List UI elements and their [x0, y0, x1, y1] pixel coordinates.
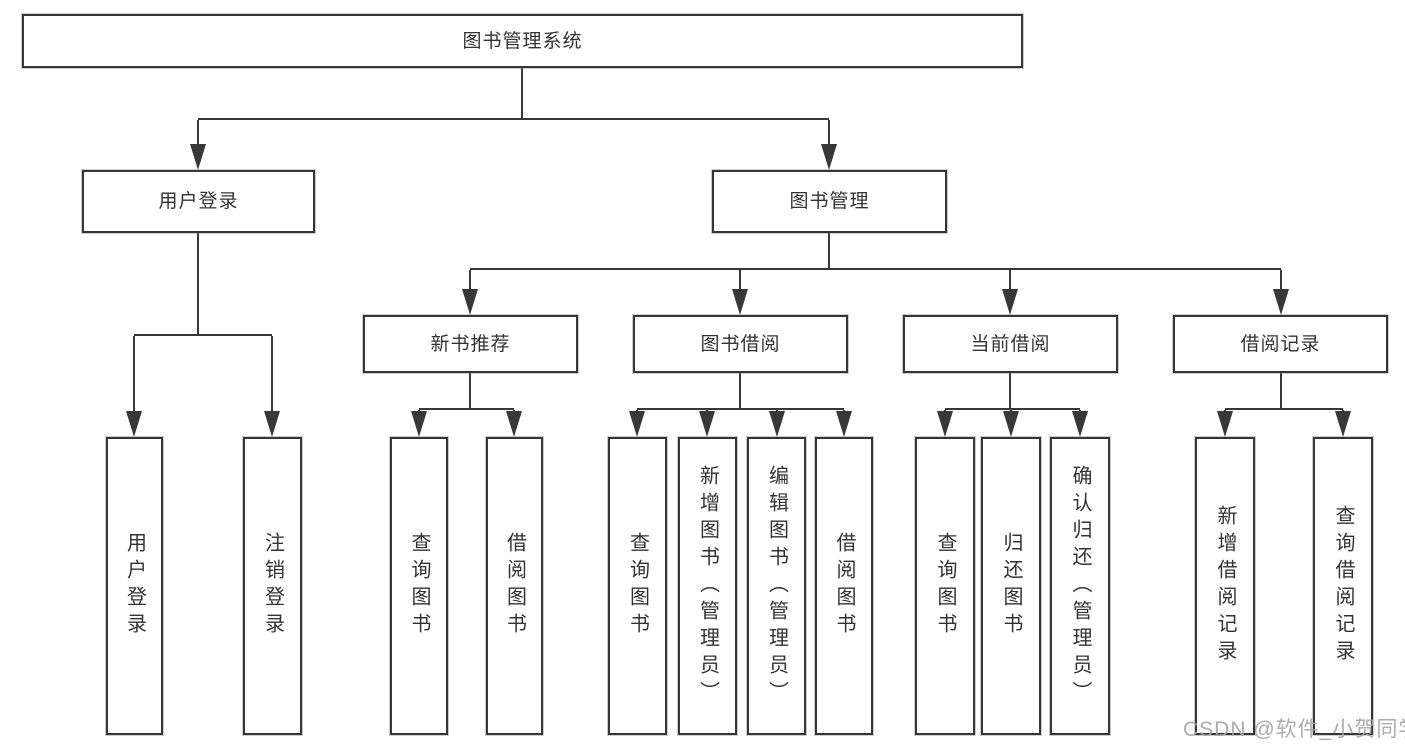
node-leaf-rc-add-record-label: 新增借阅记录	[1214, 505, 1236, 667]
node-leaf-logout-label: 注销登录	[261, 532, 284, 640]
node-book-management: 图书管理	[712, 170, 947, 233]
node-leaf-cu-return-books-label: 归还图书	[1000, 532, 1022, 640]
csdn-watermark: CSDN @软件_小贺同学	[1183, 718, 1405, 741]
node-leaf-bw-edit-books-admin: 编辑图书（管理员）	[747, 437, 806, 735]
node-leaf-bw-add-books-admin: 新增图书（管理员）	[678, 437, 737, 735]
node-book-management-label: 图书管理	[789, 191, 870, 212]
node-root-label: 图书管理系统	[462, 30, 583, 52]
node-book-borrow-label: 图书借阅	[700, 333, 781, 355]
node-leaf-nb-borrow-books: 借阅图书	[486, 437, 543, 735]
node-leaf-bw-borrow-books: 借阅图书	[815, 437, 873, 735]
node-leaf-cu-confirm-return-admin-label: 确认归还（管理员）	[1069, 464, 1091, 708]
node-leaf-cu-confirm-return-admin: 确认归还（管理员）	[1050, 437, 1110, 735]
node-leaf-nb-borrow-books-label: 借阅图书	[503, 532, 526, 640]
node-leaf-user-login: 用户登录	[106, 437, 163, 735]
node-leaf-rc-add-record: 新增借阅记录	[1195, 437, 1255, 735]
node-leaf-user-login-label: 用户登录	[123, 532, 146, 640]
node-leaf-bw-query-books-label: 查询图书	[626, 532, 649, 640]
node-leaf-bw-query-books: 查询图书	[608, 437, 667, 735]
node-new-book-recommend-label: 新书推荐	[430, 333, 511, 355]
node-leaf-cu-return-books: 归还图书	[981, 437, 1041, 735]
node-borrow-records-label: 借阅记录	[1240, 333, 1321, 355]
node-leaf-bw-add-books-admin-label: 新增图书（管理员）	[696, 464, 719, 708]
node-new-book-recommend: 新书推荐	[363, 315, 578, 373]
node-current-borrow: 当前借阅	[903, 315, 1118, 373]
node-borrow-records: 借阅记录	[1173, 315, 1388, 373]
node-leaf-cu-query-books: 查询图书	[915, 437, 975, 735]
node-current-borrow-label: 当前借阅	[970, 333, 1051, 355]
node-leaf-logout: 注销登录	[243, 437, 302, 735]
node-user-login-label: 用户登录	[158, 191, 239, 212]
node-leaf-rc-query-record-label: 查询借阅记录	[1332, 505, 1354, 667]
node-user-login: 用户登录	[82, 170, 315, 233]
node-leaf-rc-query-record: 查询借阅记录	[1313, 437, 1373, 735]
node-root: 图书管理系统	[22, 14, 1023, 68]
node-leaf-nb-query-books-label: 查询图书	[408, 532, 430, 640]
node-leaf-bw-edit-books-admin-label: 编辑图书（管理员）	[765, 464, 788, 708]
node-book-borrow: 图书借阅	[633, 315, 848, 373]
arrowheads	[126, 144, 1351, 437]
node-leaf-nb-query-books: 查询图书	[390, 437, 448, 735]
node-leaf-cu-query-books-label: 查询图书	[934, 532, 956, 640]
node-leaf-bw-borrow-books-label: 借阅图书	[833, 532, 855, 640]
